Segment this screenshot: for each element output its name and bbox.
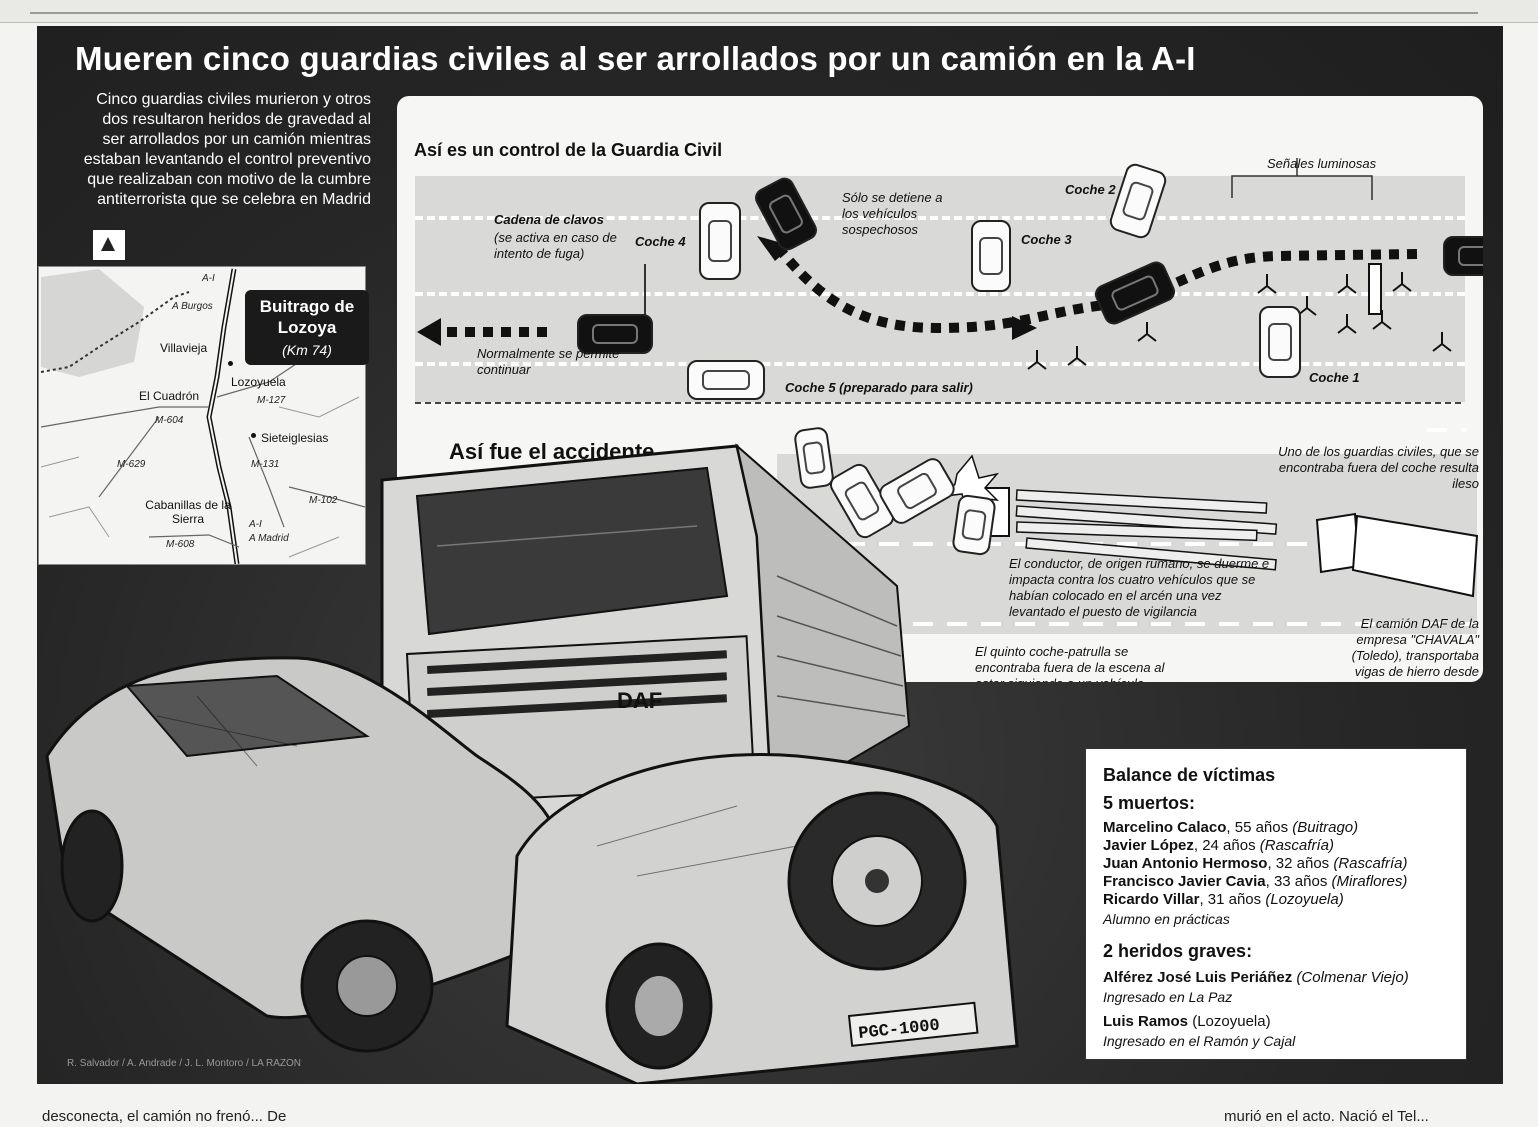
dead-row: Javier López, 24 años (Rascafría): [1103, 837, 1334, 854]
label-camion: El camión DAF de la empresa "CHAVALA" (T…: [1351, 616, 1479, 682]
road-madrid: A Madrid: [249, 533, 289, 544]
road-m127: M-127: [257, 395, 286, 406]
label-cadena-note: (se activa en caso de intento de fuga): [494, 230, 617, 261]
road-m629: M-629: [117, 459, 146, 470]
patrol-car-coche4-icon: [699, 202, 741, 280]
patrol-car-coche5-icon: [687, 360, 765, 400]
injured-note: Ingresado en el Ramón y Cajal: [1103, 1033, 1296, 1049]
label-senales: Señales luminosas: [1267, 156, 1377, 171]
location-map: A-I A Burgos Villavieja Lozoyuela El Cua…: [38, 266, 369, 565]
callout-place: Buitrago de Lozoya: [259, 297, 355, 337]
place-villavieja: Villavieja: [160, 341, 208, 355]
place-sieteiglesias: Sieteiglesias: [261, 431, 329, 445]
truck-brand: DAF: [617, 688, 662, 713]
credits: R. Salvador / A. Andrade / J. L. Montoro…: [67, 1058, 301, 1069]
label-cadena: Cadena de clavos: [494, 212, 604, 227]
road-a1-south: A-I: [249, 519, 262, 530]
intro-text: Cinco guardias civiles murieron y otros …: [83, 91, 371, 208]
injured-title: 2 heridos graves:: [1103, 941, 1253, 961]
dead-title: 5 muertos:: [1103, 793, 1196, 813]
label-coche2: Coche 2: [1065, 182, 1116, 197]
road-a1-north: A-I: [202, 273, 215, 284]
crash-illustration: DAF PGC-1000: [45, 443, 1019, 1084]
patrol-car-coche1-icon: [1259, 306, 1301, 378]
lane-marking: [415, 216, 1465, 220]
control-diagram: Así es un control de la Guardia Civil: [397, 96, 1483, 682]
injured-row: Luis Ramos (Lozoyuela): [1103, 1013, 1271, 1030]
victims-title: Balance de víctimas: [1103, 765, 1276, 785]
vehicle-icon: [577, 314, 653, 354]
road-m604: M-604: [155, 415, 184, 426]
dead-row: Juan Antonio Hermoso, 32 años (Rascafría…: [1103, 855, 1408, 872]
vehicle-icon: [1443, 236, 1483, 276]
place-dot: [228, 361, 233, 366]
page-top-strip: [0, 0, 1538, 23]
lane-marking: [415, 362, 1465, 366]
road-m102: M-102: [309, 495, 338, 506]
dead-row: Ricardo Villar, 31 años (Lozoyuela): [1103, 891, 1344, 908]
label-coche3: Coche 3: [1021, 232, 1072, 247]
injured-row: Alférez José Luis Periáñez (Colmenar Vie…: [1103, 969, 1409, 986]
dead-row: Francisco Javier Cavia, 33 años (Miraflo…: [1103, 873, 1408, 890]
road-m131: M-131: [251, 459, 280, 470]
road-burgos: A Burgos: [172, 301, 213, 312]
label-coche1: Coche 1: [1309, 370, 1360, 385]
victims-box: Balance de víctimas 5 muertos: Marcelino…: [1085, 748, 1467, 1060]
headline: Mueren cinco guardias civiles al ser arr…: [75, 40, 1196, 77]
label-conductor: El conductor, de origen rumano, se duerm…: [1009, 556, 1270, 619]
infographic-panel: Mueren cinco guardias civiles al ser arr…: [37, 26, 1503, 1084]
patrol-car-coche3-icon: [971, 220, 1011, 292]
location-callout: Buitrago de Lozoya (Km 74): [245, 290, 369, 365]
label-normal: Normalmente se permite continuar: [477, 346, 620, 377]
header-rule: [30, 12, 1478, 14]
note-alumno: Alumno en prácticas: [1103, 911, 1230, 927]
map-lines: [40, 268, 365, 564]
lane-marking: [415, 292, 1465, 296]
article-text-right: murió en el acto. Nació el Tel...: [1224, 1108, 1429, 1125]
callout-km: (Km 74): [282, 342, 332, 358]
label-coche5: Coche 5 (preparado para salir): [785, 380, 973, 395]
diagram-graphics: [415, 158, 1479, 634]
injured-note: Ingresado en La Paz: [1103, 989, 1233, 1005]
road-m608: M-608: [166, 539, 195, 550]
label-coche4: Coche 4: [635, 234, 686, 249]
label-quinto-coche: El quinto coche-patrulla se encontraba f…: [975, 644, 1165, 682]
article-text-left: desconecta, el camión no frenó... De: [42, 1108, 287, 1125]
control-title: Así es un control de la Guardia Civil: [414, 140, 723, 160]
place-cabanillas: Cabanillas de la Sierra: [145, 498, 231, 526]
madrid-region-icon: [91, 228, 127, 262]
place-dot: [251, 433, 256, 438]
place-lozoyuela: Lozoyuela: [231, 375, 286, 389]
label-solo-sospechosos: Sólo se detiene a los vehículos sospecho…: [842, 190, 943, 237]
place-el-cuadron: El Cuadrón: [139, 389, 200, 403]
dead-row: Marcelino Calaco, 55 años (Buitrago): [1103, 819, 1359, 836]
label-guardia-ileso: Uno de los guardias civiles, que se enco…: [1278, 444, 1479, 491]
